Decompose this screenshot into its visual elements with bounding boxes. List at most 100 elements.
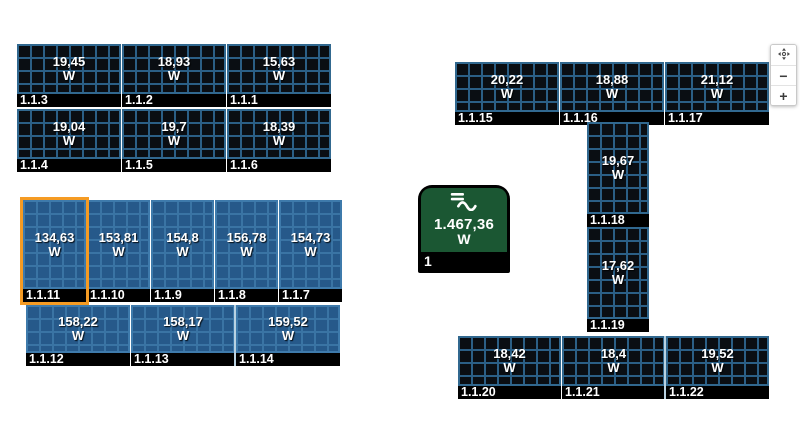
panel-power-unit: W <box>240 243 253 259</box>
panel-1.1.5[interactable]: 19,7 W 1.1.5 <box>122 109 226 172</box>
panel-grid: 134,63 W <box>23 200 86 289</box>
panel-1.1.6[interactable]: 18,39 W 1.1.6 <box>227 109 331 172</box>
pan-move-icon <box>777 48 790 62</box>
panel-id-label: 1.1.8 <box>215 289 278 302</box>
panel-row: 20,22 W 1.1.15 18,88 W 1.1.16 21,12 W 1.… <box>455 62 769 125</box>
panel-grid: 158,17 W <box>131 305 235 353</box>
panel-power-unit: W <box>112 243 125 259</box>
panel-power-value: 154,8 <box>166 229 199 245</box>
panel-power-value: 19,52 <box>701 346 734 361</box>
panel-power-value: 18,88 <box>595 72 629 87</box>
panel-power-unit: W <box>167 133 181 148</box>
panel-grid: 17,62 W <box>587 227 649 319</box>
panel-id-label: 1.1.22 <box>666 386 769 399</box>
panel-power-value: 134,63 <box>34 229 75 245</box>
panel-row: 134,63 W 1.1.11 153,81 W 1.1.10 154,8 W … <box>20 197 342 305</box>
panel-grid: 18,42 W <box>458 336 561 386</box>
panel-power-value: 19,45 <box>52 54 86 69</box>
panel-power-unit: W <box>71 328 85 343</box>
panel-power-unit: W <box>176 243 189 259</box>
panel-1.1.17[interactable]: 21,12 W 1.1.17 <box>665 62 769 125</box>
panel-power-value: 159,52 <box>268 314 308 329</box>
panel-row: 19,04 W 1.1.4 19,7 W 1.1.5 18,39 W 1.1.6 <box>17 109 331 172</box>
panel-id-label: 1.1.12 <box>26 353 130 366</box>
panel-grid: 19,67 W <box>587 122 649 214</box>
panel-id-label: 1.1.17 <box>665 112 769 125</box>
panel-power-unit: W <box>607 360 620 375</box>
panel-id-label: 1.1.10 <box>87 289 150 302</box>
panel-power-unit: W <box>62 133 76 148</box>
panel-1.1.9[interactable]: 154,8 W 1.1.9 <box>151 200 214 302</box>
panel-grid: 15,63 W <box>227 44 331 94</box>
panel-power-unit: W <box>500 86 514 101</box>
panel-grid: 19,7 W <box>122 109 226 159</box>
panel-power-unit: W <box>48 243 61 259</box>
panel-1.1.20[interactable]: 18,42 W 1.1.20 <box>458 336 561 399</box>
panel-1.1.4[interactable]: 19,04 W 1.1.4 <box>17 109 121 172</box>
zoom-out-button[interactable]: − <box>771 65 796 85</box>
panel-power-value: 18,93 <box>157 54 191 69</box>
panel-grid: 21,12 W <box>665 62 769 112</box>
panel-1.1.19[interactable]: 17,62 W 1.1.19 <box>587 227 649 332</box>
panel-power-unit: W <box>503 360 516 375</box>
panel-group-top-left: 19,45 W 1.1.3 18,93 W 1.1.2 15,63 W 1.1.… <box>17 44 331 172</box>
fit-to-view-button[interactable] <box>771 45 796 65</box>
panel-power-unit: W <box>167 68 181 83</box>
panel-grid: 19,45 W <box>17 44 121 94</box>
panel-grid: 18,93 W <box>122 44 226 94</box>
dc-ac-inverter-icon <box>447 191 481 216</box>
panel-id-label: 1.1.19 <box>587 319 649 332</box>
panel-power-value: 158,22 <box>58 314 98 329</box>
panel-power-unit: W <box>176 328 190 343</box>
panel-power-unit: W <box>711 360 724 375</box>
inverter[interactable]: 1.467,36 W 1 <box>418 185 510 273</box>
panel-1.1.18[interactable]: 19,67 W 1.1.18 <box>587 122 649 227</box>
panel-id-label: 1.1.11 <box>23 289 86 302</box>
panel-1.1.1[interactable]: 15,63 W 1.1.1 <box>227 44 331 107</box>
panel-grid: 156,78 W <box>215 200 278 289</box>
panel-group-vertical: 19,67 W 1.1.18 17,62 W 1.1.19 <box>587 122 649 332</box>
panel-1.1.16[interactable]: 18,88 W 1.1.16 <box>560 62 664 125</box>
panel-id-label: 1.1.18 <box>587 214 649 227</box>
panel-id-label: 1.1.14 <box>236 353 340 366</box>
panel-1.1.3[interactable]: 19,45 W 1.1.3 <box>17 44 121 107</box>
panel-1.1.7[interactable]: 154,73 W 1.1.7 <box>279 200 342 302</box>
panel-id-label: 1.1.7 <box>279 289 342 302</box>
panel-power-value: 19,67 <box>601 153 635 168</box>
panel-power-value: 18,4 <box>600 346 627 361</box>
panel-grid: 154,8 W <box>151 200 214 289</box>
panel-grid: 19,52 W <box>666 336 769 386</box>
panel-power-value: 19,7 <box>161 119 187 134</box>
panel-1.1.10[interactable]: 153,81 W 1.1.10 <box>87 200 150 302</box>
panel-grid: 19,04 W <box>17 109 121 159</box>
panel-id-label: 1.1.21 <box>562 386 665 399</box>
panel-1.1.11-selected[interactable]: 134,63 W 1.1.11 <box>20 197 89 305</box>
panel-1.1.21[interactable]: 18,4 W 1.1.21 <box>562 336 665 399</box>
panel-1.1.13[interactable]: 158,17 W 1.1.13 <box>131 305 235 366</box>
panel-row: 18,42 W 1.1.20 18,4 W 1.1.21 19,52 W 1.1… <box>458 336 769 399</box>
panel-1.1.15[interactable]: 20,22 W 1.1.15 <box>455 62 559 125</box>
inverter-power-value: 1.467,36 <box>434 216 494 233</box>
panel-grid: 18,39 W <box>227 109 331 159</box>
panel-power-unit: W <box>272 68 286 83</box>
inverter-id-label: 1 <box>424 253 432 269</box>
panel-grid: 20,22 W <box>455 62 559 112</box>
panel-1.1.2[interactable]: 18,93 W 1.1.2 <box>122 44 226 107</box>
panel-power-value: 154,73 <box>290 229 331 245</box>
panel-1.1.8[interactable]: 156,78 W 1.1.8 <box>215 200 278 302</box>
panel-id-label: 1.1.5 <box>122 159 226 172</box>
panel-group-middle-left: 134,63 W 1.1.11 153,81 W 1.1.10 154,8 W … <box>20 197 342 366</box>
panel-1.1.12[interactable]: 158,22 W 1.1.12 <box>26 305 130 366</box>
panel-power-value: 158,17 <box>163 314 203 329</box>
panel-power-unit: W <box>281 328 295 343</box>
panel-1.1.22[interactable]: 19,52 W 1.1.22 <box>666 336 769 399</box>
panel-id-label: 1.1.2 <box>122 94 226 107</box>
panel-power-value: 18,39 <box>262 119 296 134</box>
panel-power-unit: W <box>272 133 286 148</box>
panel-id-label: 1.1.13 <box>131 353 235 366</box>
panel-group-top-right: 20,22 W 1.1.15 18,88 W 1.1.16 21,12 W 1.… <box>455 62 769 125</box>
panel-grid: 158,22 W <box>26 305 130 353</box>
zoom-in-button[interactable]: + <box>771 85 796 105</box>
panel-grid: 18,88 W <box>560 62 664 112</box>
panel-1.1.14[interactable]: 159,52 W 1.1.14 <box>236 305 340 366</box>
